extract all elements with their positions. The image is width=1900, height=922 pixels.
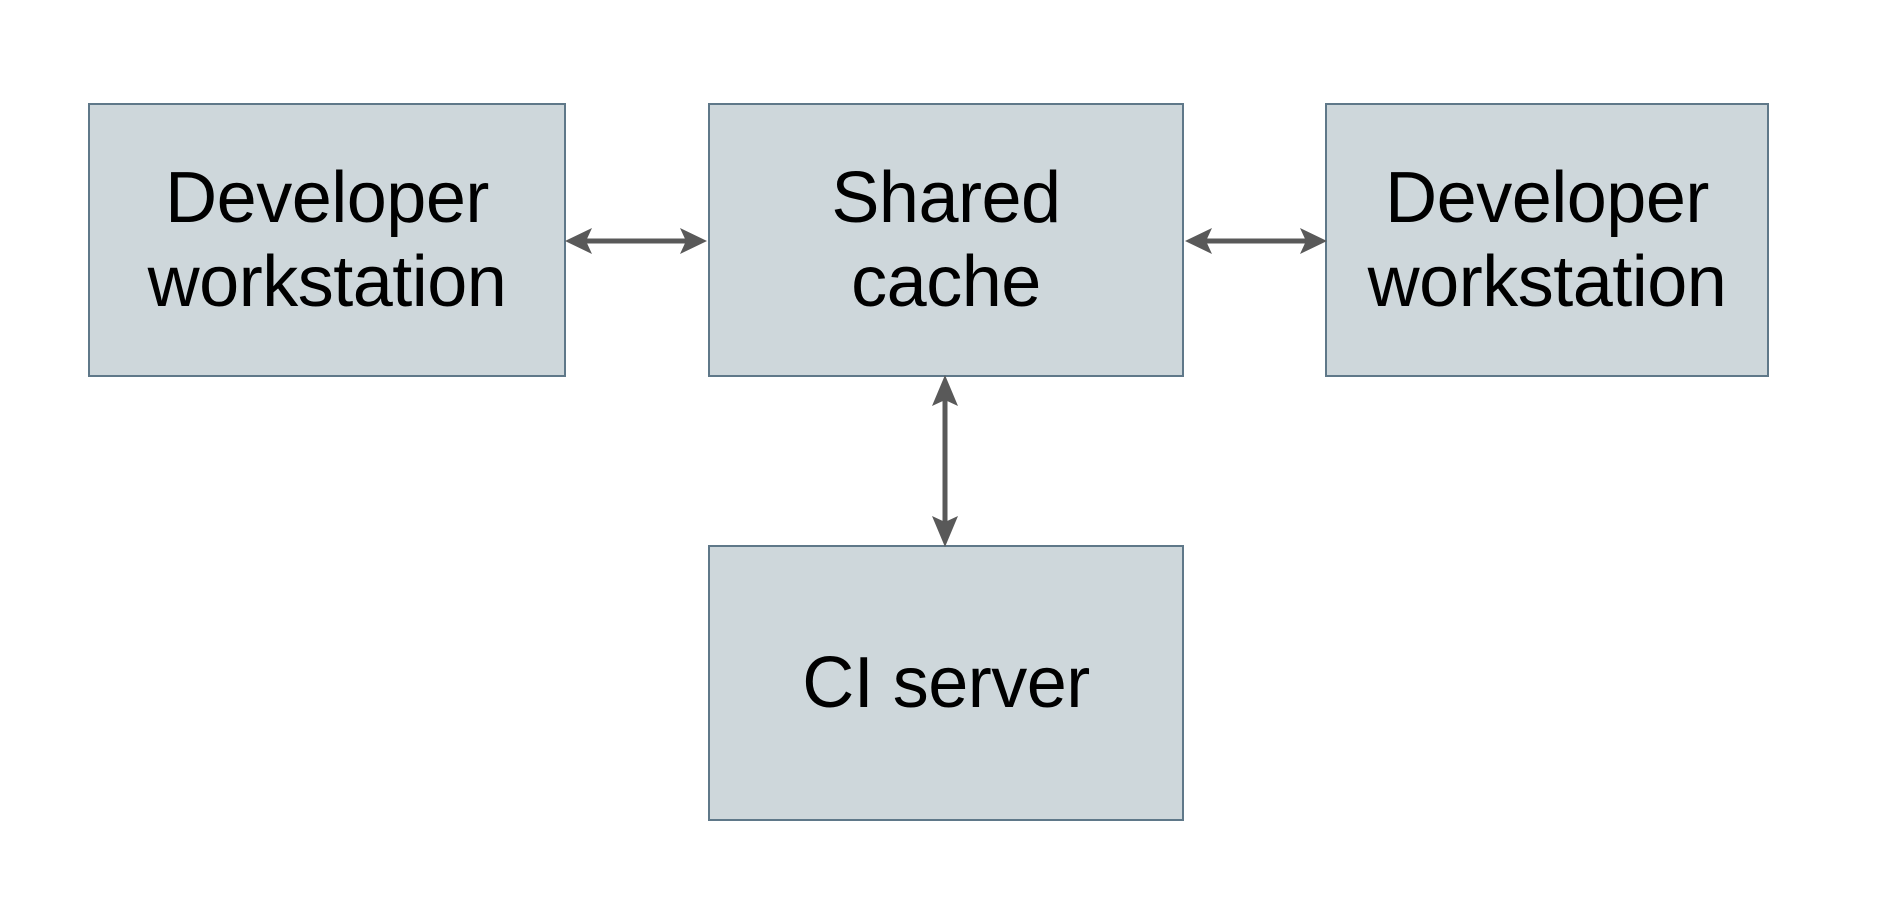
node-developer-workstation-right[interactable]: Developer workstation <box>1325 103 1769 377</box>
double-arrow-icon <box>565 228 707 254</box>
node-developer-workstation-left[interactable]: Developer workstation <box>88 103 566 377</box>
connector-shared-cache-to-developer-right[interactable] <box>1180 218 1332 264</box>
node-ci-server[interactable]: CI server <box>708 545 1184 821</box>
node-label: CI server <box>802 643 1090 723</box>
node-shared-cache[interactable]: Shared cache <box>708 103 1184 377</box>
node-label: Shared cache <box>831 158 1061 322</box>
node-label: Developer workstation <box>1367 158 1727 322</box>
connector-ci-server-to-shared-cache[interactable] <box>922 370 968 552</box>
double-arrow-icon <box>932 375 958 547</box>
connector-developer-left-to-shared-cache[interactable] <box>560 218 712 264</box>
double-arrow-icon <box>1185 228 1327 254</box>
node-label: Developer workstation <box>147 158 507 322</box>
